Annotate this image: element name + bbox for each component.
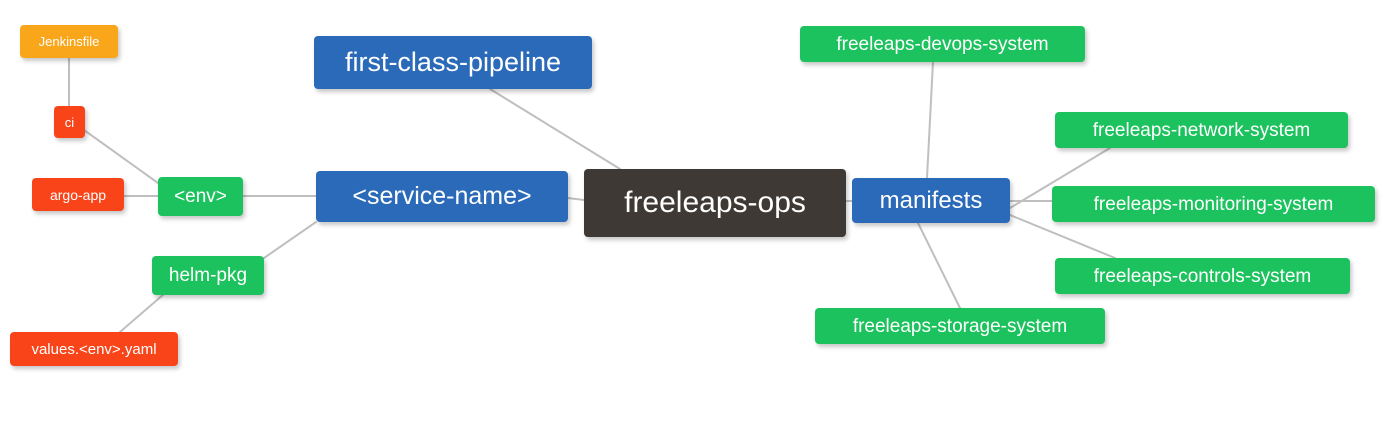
edge-service-name-to-freeleaps-ops [567,197,585,201]
node-label-service-name: <service-name> [352,182,532,210]
node-label-argo-app: argo-app [49,186,107,203]
node-label-first-class-pipeline: first-class-pipeline [344,47,562,77]
node-freeleaps-ops[interactable]: freeleaps-ops [584,169,846,237]
edge-first-class-pipeline-to-freeleaps-ops [489,88,621,170]
node-label-freeleaps-controls-system: freeleaps-controls-system [1093,265,1312,287]
node-label-freeleaps-monitoring-system: freeleaps-monitoring-system [1093,193,1334,215]
node-label-freeleaps-storage-system: freeleaps-storage-system [852,315,1068,337]
node-label-helm-pkg: helm-pkg [168,265,248,286]
node-jenkinsfile[interactable]: Jenkinsfile [20,25,118,58]
node-argo-app[interactable]: argo-app [32,178,124,211]
node-label-manifests: manifests [879,186,983,214]
node-env[interactable]: <env> [158,177,243,216]
node-first-class-pipeline[interactable]: first-class-pipeline [314,36,592,89]
edge-manifests-to-freeleaps-devops-system [926,61,934,179]
node-freeleaps-devops-system[interactable]: freeleaps-devops-system [800,26,1085,62]
edge-ci-to-env [83,129,159,184]
node-manifests[interactable]: manifests [852,178,1010,223]
node-label-ci: ci [64,114,75,130]
node-freeleaps-network-system[interactable]: freeleaps-network-system [1055,112,1348,148]
edge-helm-pkg-to-values-yaml [119,293,165,333]
node-label-freeleaps-ops: freeleaps-ops [624,186,806,219]
node-ci[interactable]: ci [54,106,85,138]
node-service-name[interactable]: <service-name> [316,171,568,222]
node-freeleaps-storage-system[interactable]: freeleaps-storage-system [815,308,1105,344]
edge-service-name-to-helm-pkg [263,221,317,259]
node-label-jenkinsfile: Jenkinsfile [38,34,100,49]
node-freeleaps-controls-system[interactable]: freeleaps-controls-system [1055,258,1350,294]
edge-manifests-to-freeleaps-storage-system [917,222,961,309]
node-label-freeleaps-devops-system: freeleaps-devops-system [836,33,1049,55]
node-label-values-yaml: values.<env>.yaml [31,340,157,358]
node-label-env: <env> [174,186,227,207]
node-freeleaps-monitoring-system[interactable]: freeleaps-monitoring-system [1052,186,1375,222]
node-helm-pkg[interactable]: helm-pkg [152,256,264,295]
node-values-yaml[interactable]: values.<env>.yaml [10,332,178,366]
node-label-freeleaps-network-system: freeleaps-network-system [1092,119,1311,141]
